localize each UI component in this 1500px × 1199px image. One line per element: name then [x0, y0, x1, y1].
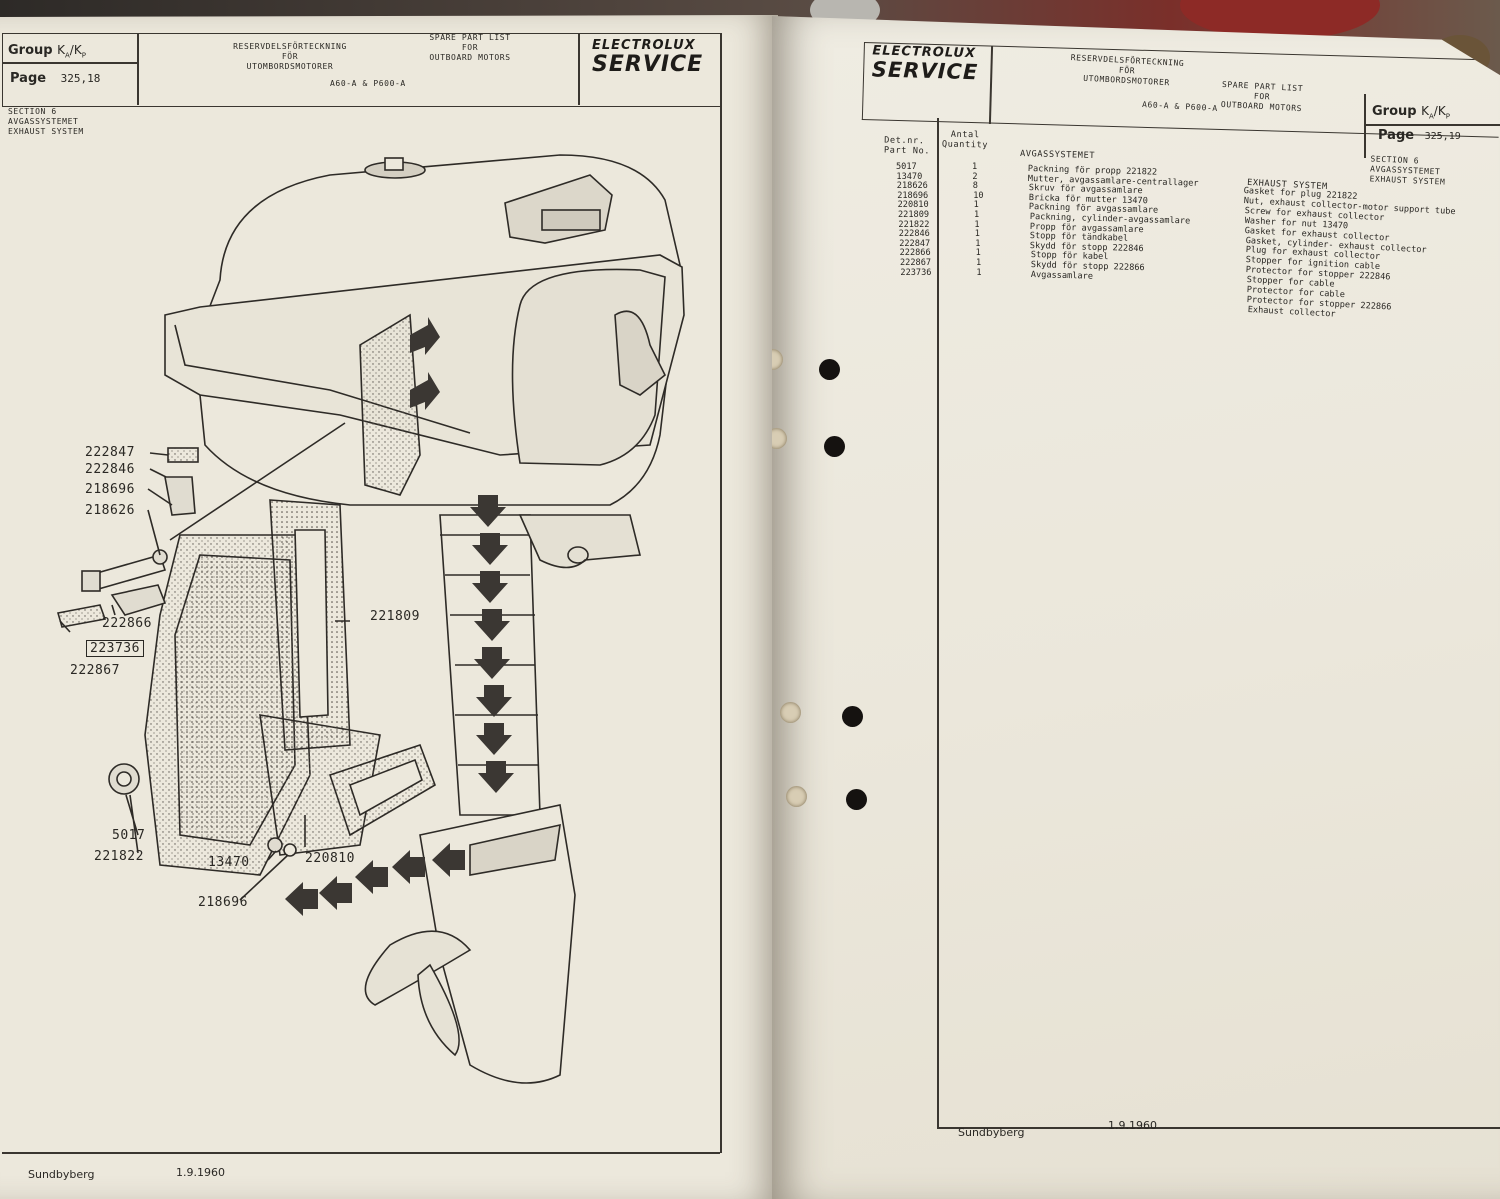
- group-code: KA/KP: [57, 43, 86, 60]
- callout-label: 222847: [85, 445, 135, 460]
- column-swedish-heading: AVGASSYSTEMET: [1019, 148, 1096, 162]
- binder-hole: [824, 436, 845, 457]
- footer-place: Sundbyberg: [28, 1168, 95, 1181]
- page-field: Page 325,19: [1378, 128, 1461, 143]
- part-quantity: 1: [974, 210, 980, 220]
- left-header-frame: [2, 33, 722, 107]
- binder-hole: [842, 706, 863, 727]
- group-label: Group: [1372, 104, 1417, 119]
- part-number: 222846: [898, 229, 930, 240]
- model-designation: A60-A & P600-A: [330, 79, 406, 88]
- part-quantity: 1: [972, 162, 978, 172]
- stopper-222846: [164, 476, 196, 516]
- part-number: 5017: [896, 162, 917, 172]
- binder-hole: [772, 349, 783, 370]
- binder-hole: [786, 786, 807, 807]
- binder-hole: [780, 702, 801, 723]
- part-number: 223736: [900, 267, 932, 278]
- section-heading: SECTION 6 AVGASSYSTEMET EXHAUST SYSTEM: [8, 107, 84, 136]
- footer-date: 1.9.1960: [176, 1166, 225, 1179]
- electrolux-service-logo: ELECTROLUX SERVICE: [592, 38, 704, 77]
- protector-222867: [56, 604, 107, 628]
- column-quantity: Antal Quantity: [941, 129, 989, 151]
- english-title: SPARE PART LIST FOR OUTBOARD MOTORS: [429, 33, 511, 62]
- part-number: 222847: [899, 238, 931, 249]
- part-quantity: 1: [975, 248, 981, 259]
- callout-label: 221822: [94, 849, 144, 864]
- callout-label: 220810: [305, 851, 355, 866]
- column-part-no: Det.nr. Part No.: [883, 135, 931, 157]
- part-quantity: 8: [972, 181, 978, 192]
- group-field: Group KA/KP: [1372, 104, 1450, 120]
- footer-date: 1.9.1960: [1108, 1119, 1157, 1132]
- part-number: 218626: [896, 181, 928, 192]
- callout-label: 5017: [112, 828, 146, 843]
- part-number: 13470: [896, 171, 923, 182]
- binder-hole: [846, 789, 867, 810]
- part-quantity: 1: [976, 267, 982, 278]
- group-label: Group: [8, 43, 53, 58]
- swedish-title: RESERVDELSFÖRTECKNING FÖR UTOMBORDSMOTOR…: [233, 42, 347, 71]
- callout-label-boxed: 223736: [86, 640, 144, 657]
- footer-place: Sundbyberg: [958, 1126, 1025, 1139]
- part-quantity: 1: [974, 229, 980, 240]
- part-number: 221809: [898, 210, 930, 220]
- part-quantity: 1: [974, 219, 980, 230]
- part-quantity: 1: [975, 238, 981, 249]
- callout-label: 218626: [85, 503, 135, 518]
- page-number: 325,19: [1424, 131, 1461, 142]
- group-code: KA/KP: [1421, 104, 1450, 121]
- exploded-parts-diagram: [56, 154, 685, 1084]
- electrolux-service-logo: ELECTROLUX SERVICE: [871, 43, 979, 85]
- callout-label: 222867: [70, 663, 120, 678]
- part-description-swedish: Avgassamlare: [1031, 269, 1094, 282]
- lower-unit: [419, 804, 576, 1084]
- stopper-222847: [167, 447, 199, 463]
- callout-label: 221809: [370, 609, 420, 624]
- left-page: Group KA/KP Page 325,18 RESERVDELSFÖRTEC…: [0, 15, 778, 1199]
- part-number: 222866: [899, 248, 931, 259]
- callout-label: 218696: [198, 895, 248, 910]
- section-heading: SECTION 6 AVGASSYSTEMET EXHAUST SYSTEM: [1369, 154, 1446, 187]
- page-label: Page: [1378, 128, 1415, 143]
- part-quantity: 1: [976, 258, 982, 268]
- part-quantity: 1: [973, 200, 979, 211]
- binder-hole: [819, 359, 840, 380]
- group-field: Group KA/KP: [8, 43, 86, 59]
- part-quantity: 2: [972, 171, 978, 182]
- part-number: 222867: [900, 258, 932, 268]
- english-title: SPARE PART LIST FOR OUTBOARD MOTORS: [1220, 79, 1304, 114]
- part-number: 220810: [897, 200, 929, 211]
- part-number: 221822: [898, 219, 930, 230]
- page-field: Page 325,18: [10, 71, 100, 86]
- right-page: ELECTROLUX SERVICE RESERVDELSFÖRTECKNING…: [772, 16, 1500, 1199]
- callout-label: 13470: [208, 855, 250, 870]
- page-number: 325,18: [60, 72, 101, 85]
- stopper-222866: [110, 584, 167, 616]
- part-number: 218696: [897, 190, 929, 201]
- callout-label: 218696: [85, 482, 135, 497]
- callout-label: 222866: [102, 616, 152, 631]
- page-label: Page: [10, 71, 47, 86]
- binder-hole: [772, 428, 787, 449]
- callout-label: 222846: [85, 462, 135, 477]
- part-quantity: 10: [973, 190, 984, 201]
